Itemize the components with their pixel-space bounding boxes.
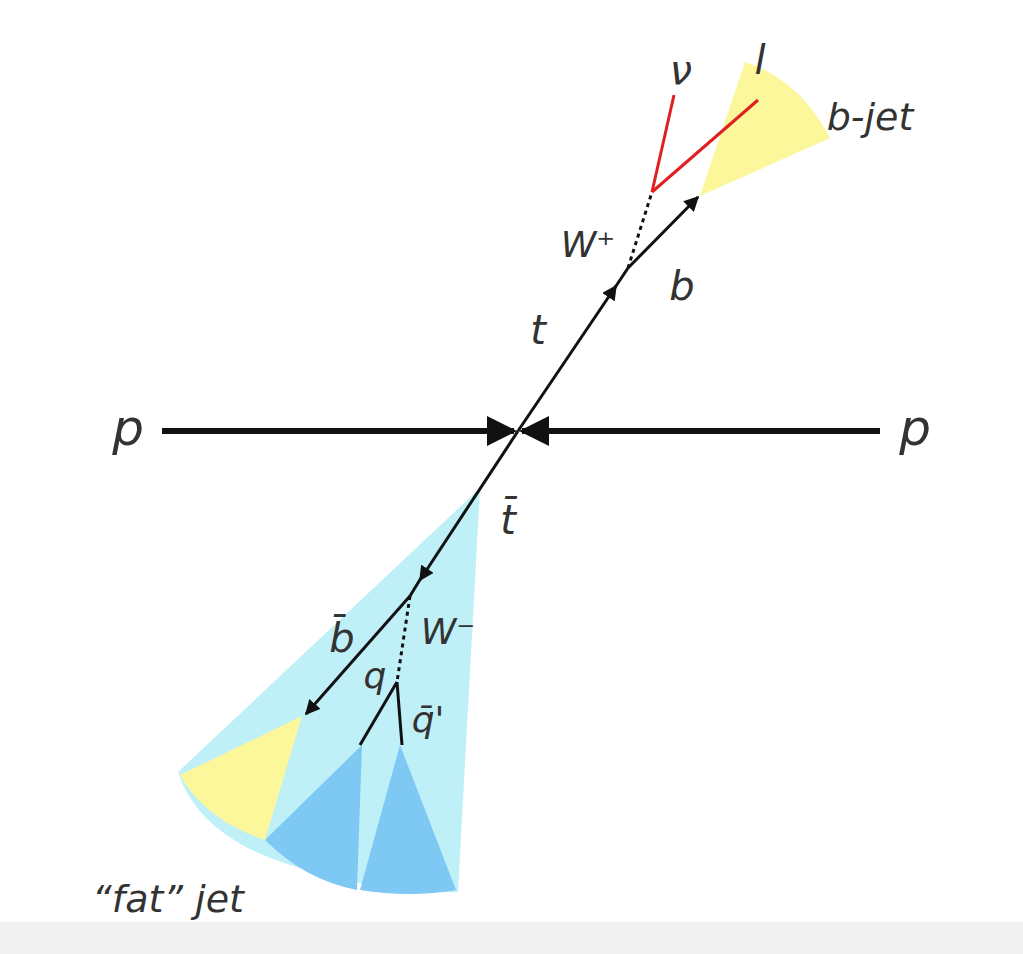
- w-boson-line: [397, 596, 410, 682]
- particle-label: t̄: [500, 498, 516, 542]
- bbar-jet-cone: [180, 716, 302, 840]
- proton-line: [522, 428, 880, 434]
- quark-jet-cone: [265, 745, 362, 890]
- particle-label: b: [669, 264, 694, 308]
- particle-label: b̄: [329, 616, 354, 660]
- particle-label: p: [899, 401, 931, 456]
- antiquark-line: [397, 682, 402, 745]
- particle-label: W⁻: [421, 612, 476, 652]
- antitop-line: [410, 578, 421, 596]
- particle-label: q̄': [412, 700, 445, 740]
- b-jet-cone: [700, 62, 830, 196]
- particle-label: q: [364, 656, 387, 696]
- particle-label: W⁺: [561, 225, 616, 265]
- particle-label: ν: [670, 48, 692, 92]
- proton-line: [162, 428, 514, 434]
- bbar-line: [306, 596, 410, 714]
- particle-label: “fat” jet: [92, 879, 244, 921]
- b-line: [628, 197, 698, 268]
- particle-label: t: [530, 308, 546, 352]
- lepton-line: [652, 100, 758, 192]
- antiquark-jet-cone: [360, 745, 456, 894]
- particle-label: l: [754, 38, 765, 82]
- w-boson-line: [628, 192, 652, 268]
- particle-label: p: [112, 401, 144, 456]
- particle-label: b-jet: [827, 97, 914, 139]
- bottom-strip: [0, 922, 1023, 954]
- antitop-line: [420, 431, 518, 580]
- top-line: [518, 286, 616, 431]
- top-line: [614, 268, 628, 289]
- fat-jet-cone: [178, 488, 480, 892]
